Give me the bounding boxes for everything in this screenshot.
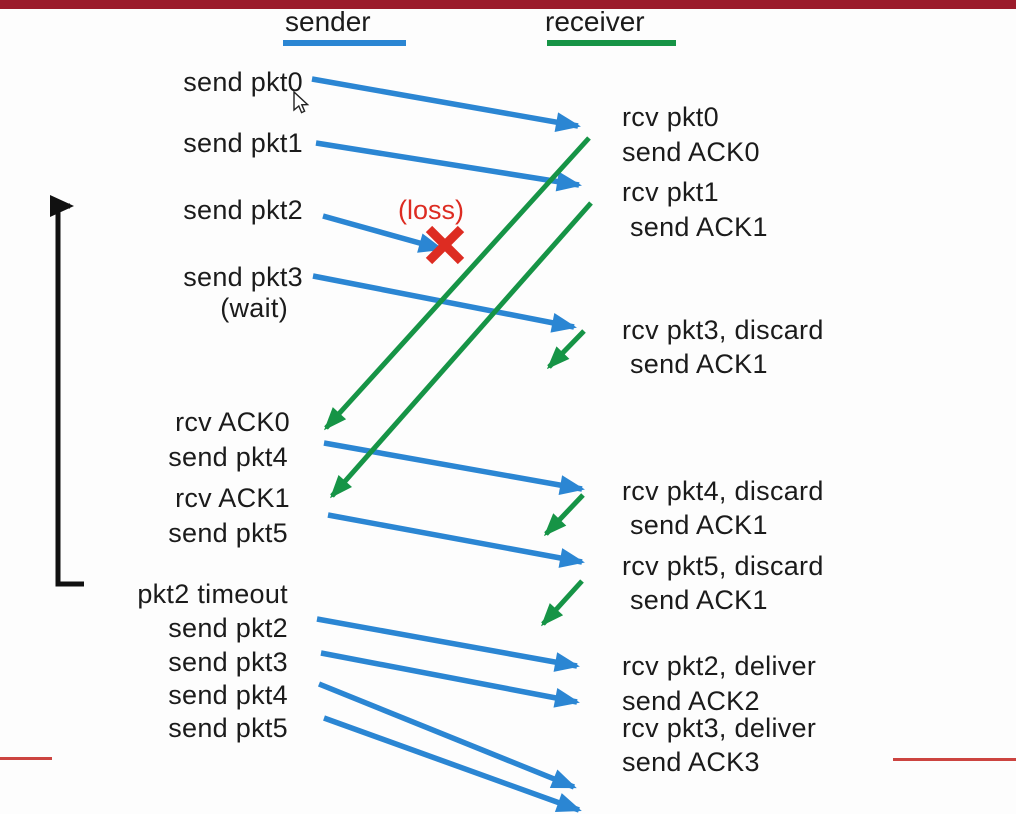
receiver-event-rcv-pkt3-discard: rcv pkt3, discard: [622, 315, 824, 345]
receiver-event-rcv-pkt1: rcv pkt1: [622, 177, 719, 207]
ack0-arrow: [323, 136, 591, 431]
sender-event-send-pkt1: send pkt1: [183, 128, 303, 158]
sender-event-pkt2-timeout: pkt2 timeout: [137, 579, 288, 609]
sender-event-send-pkt0: send pkt0: [183, 67, 303, 97]
pkt3-retransmit-arrow: [320, 650, 580, 708]
bottom-rule-right: [893, 758, 1016, 761]
receiver-event-rcv-pkt0: rcv pkt0: [622, 102, 719, 132]
sender-underline: [283, 40, 406, 46]
sender-event-send-pkt3: send pkt3: [183, 262, 303, 292]
pkt0-arrow: [311, 76, 581, 133]
pkt5-retransmit-arrow: [323, 715, 582, 813]
receiver-event-send-ack1-dup1: send ACK1: [630, 349, 768, 379]
sender-event-send-pkt2: send pkt2: [183, 195, 303, 225]
receiver-event-rcv-pkt5-discard: rcv pkt5, discard: [622, 551, 824, 581]
ack1-dup-arrow-2: [543, 493, 585, 537]
sender-event-wait: (wait): [220, 293, 288, 323]
receiver-event-send-ack1-dup2: send ACK1: [630, 510, 768, 540]
receiver-event-rcv-pkt2-deliver: rcv pkt2, deliver: [622, 651, 817, 681]
receiver-column-header: receiver: [545, 6, 645, 37]
receiver-event-send-ack1: send ACK1: [630, 212, 768, 242]
slide-top-border: [0, 0, 1016, 9]
sender-column-header: sender: [285, 6, 371, 37]
pkt4-retransmit-arrow: [317, 681, 577, 790]
pkt2-lost-arrow: [322, 213, 444, 253]
loss-annotation: (loss): [398, 195, 464, 225]
receiver-event-send-ack1-dup3: send ACK1: [630, 585, 768, 615]
receiver-event-send-ack3: send ACK3: [622, 747, 760, 777]
receiver-underline: [547, 40, 676, 46]
sender-event-resend-pkt4: send pkt4: [168, 680, 288, 710]
pkt1-arrow: [315, 140, 582, 192]
receiver-event-rcv-pkt4-discard: rcv pkt4, discard: [622, 476, 824, 506]
ack1-dup-arrow-3: [540, 579, 584, 627]
ack1-dup-arrow-1: [546, 329, 586, 370]
sender-event-rcv-ack1: rcv ACK1: [175, 483, 290, 513]
sender-event-send-pkt4: send pkt4: [168, 442, 288, 472]
sender-event-send-pkt5: send pkt5: [168, 518, 288, 548]
sender-event-resend-pkt2: send pkt2: [168, 613, 288, 643]
bottom-rule-left: [0, 757, 52, 760]
receiver-event-send-ack2: send ACK2: [622, 686, 760, 716]
sender-event-resend-pkt5: send pkt5: [168, 713, 288, 743]
pkt2-retransmit-arrow: [316, 616, 580, 672]
timeout-bracket: [55, 206, 84, 587]
receiver-event-rcv-pkt3-deliver: rcv pkt3, deliver: [622, 713, 817, 743]
ack1-arrow: [330, 201, 593, 499]
loss-x-icon: [425, 225, 465, 265]
receiver-event-send-ack0: send ACK0: [622, 137, 760, 167]
mouse-cursor-icon: [293, 90, 310, 114]
pkt4-arrow: [323, 440, 585, 495]
sender-event-resend-pkt3: send pkt3: [168, 647, 288, 677]
sender-event-rcv-ack0: rcv ACK0: [175, 407, 290, 437]
pkt5-arrow: [327, 512, 585, 568]
